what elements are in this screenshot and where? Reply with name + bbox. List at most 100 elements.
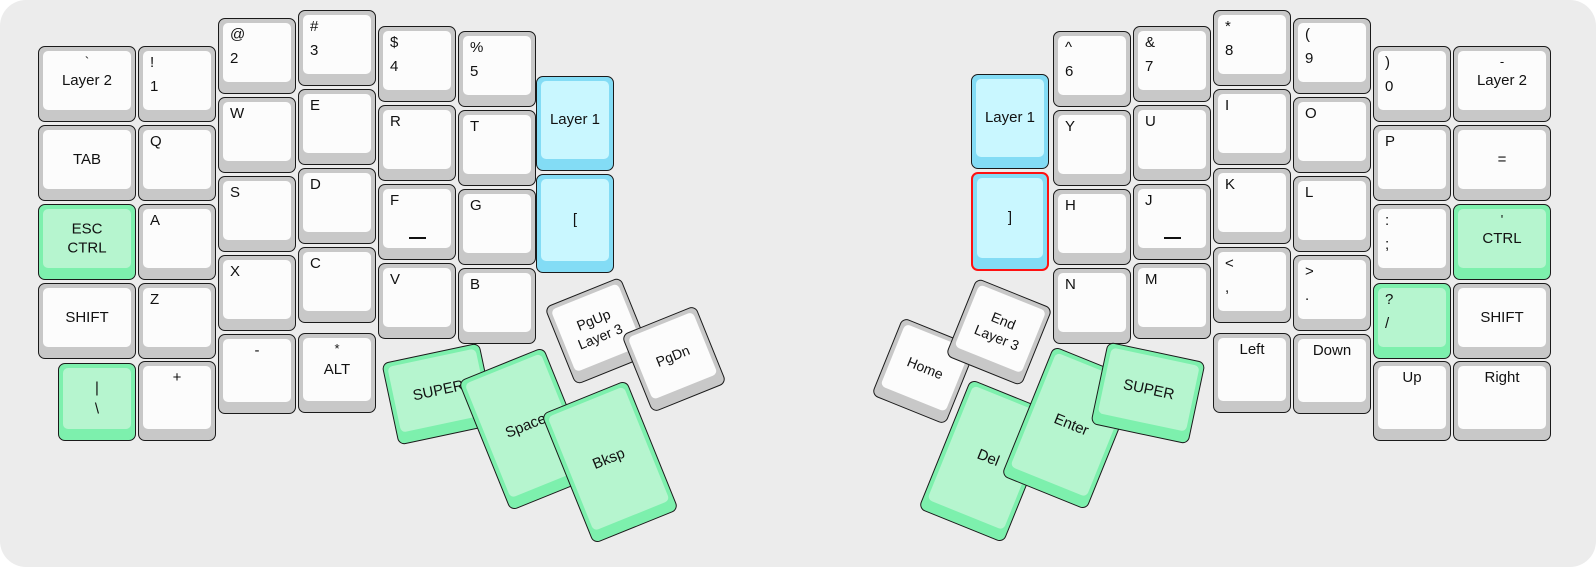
legend-base: SHIFT (1480, 308, 1524, 326)
legend-base: 5 (470, 63, 479, 80)
key-8[interactable]: * 8 (1213, 10, 1291, 86)
key-2[interactable]: @ 2 (218, 18, 296, 94)
legend-base: M (1145, 271, 1158, 288)
key-4[interactable]: $ 4 (378, 26, 456, 102)
key-minus-layer2[interactable]: - Layer 2 (1453, 46, 1551, 122)
key-minus[interactable]: - (218, 334, 296, 414)
key-i[interactable]: I (1213, 89, 1291, 165)
key-layer1-left[interactable]: Layer 1 (536, 76, 614, 171)
key-slash[interactable]: ? / (1373, 283, 1451, 359)
keycap: S (223, 181, 291, 240)
key-pipe-backslash[interactable]: |\ (58, 363, 136, 441)
key-left-bracket[interactable]: [ (536, 174, 614, 273)
keycap: < , (1218, 252, 1286, 311)
key-right-bracket[interactable]: ] (971, 172, 1049, 271)
key-shift-left[interactable]: SHIFT (38, 283, 136, 359)
key-v[interactable]: V (378, 263, 456, 339)
legend-base: 1 (150, 78, 159, 95)
keycap: Layer 1 (541, 81, 609, 159)
legend-base: Z (150, 291, 160, 308)
legend-base: 0 (1385, 78, 1394, 95)
key-a[interactable]: A (138, 204, 216, 280)
key-j[interactable]: J (1133, 184, 1211, 260)
legend-base: CTRL (1482, 229, 1522, 247)
keycap: SUPER (1097, 347, 1200, 432)
key-plus[interactable]: + (138, 361, 216, 441)
key-e[interactable]: E (298, 89, 376, 165)
key-quote-ctrl[interactable]: ' CTRL (1453, 204, 1551, 280)
keycap: Right (1458, 366, 1546, 429)
key-d[interactable]: D (298, 168, 376, 244)
key-n[interactable]: N (1053, 268, 1131, 344)
legend-base: Q (150, 133, 162, 150)
key-shift-right[interactable]: SHIFT (1453, 283, 1551, 359)
keycap: Y (1058, 115, 1126, 174)
key-3[interactable]: # 3 (298, 10, 376, 86)
key-equal[interactable]: = (1453, 125, 1551, 201)
key-y[interactable]: Y (1053, 110, 1131, 186)
key-arrow-up[interactable]: Up (1373, 361, 1451, 441)
legend-shifted: $ (390, 34, 399, 51)
key-u[interactable]: U (1133, 105, 1211, 181)
key-grave-layer2[interactable]: ` Layer 2 (38, 46, 136, 122)
key-t[interactable]: T (458, 110, 536, 186)
key-s[interactable]: S (218, 176, 296, 252)
key-b[interactable]: B (458, 268, 536, 344)
keycap: M (1138, 268, 1206, 327)
legend-base: Left (1239, 341, 1265, 358)
keycap: G (463, 194, 531, 253)
keycap: T (463, 115, 531, 174)
legend-base: I (1225, 97, 1230, 114)
key-arrow-right[interactable]: Right (1453, 361, 1551, 441)
legend-base: D (310, 176, 321, 193)
key-0[interactable]: ) 0 (1373, 46, 1451, 122)
legend-base: Down (1312, 342, 1352, 359)
key-semicolon[interactable]: : ; (1373, 204, 1451, 280)
keycap: |\ (63, 368, 131, 429)
key-period[interactable]: > . (1293, 255, 1371, 331)
key-7[interactable]: & 7 (1133, 26, 1211, 102)
key-g[interactable]: G (458, 189, 536, 265)
key-c[interactable]: C (298, 247, 376, 323)
legend-shifted: ? (1385, 291, 1394, 308)
legend-base: - (254, 342, 260, 359)
legend-base: / (1385, 315, 1390, 332)
keycap: X (223, 260, 291, 319)
legend-shifted: ` (84, 54, 90, 69)
key-m[interactable]: M (1133, 263, 1211, 339)
key-arrow-down[interactable]: Down (1293, 334, 1371, 414)
key-p[interactable]: P (1373, 125, 1451, 201)
legend-base: G (470, 197, 482, 214)
legend-base: E (310, 97, 321, 114)
key-h[interactable]: H (1053, 189, 1131, 265)
keycap: % 5 (463, 36, 531, 95)
key-arrow-left[interactable]: Left (1213, 333, 1291, 413)
key-tab[interactable]: TAB (38, 125, 136, 201)
key-5[interactable]: % 5 (458, 31, 536, 107)
key-x[interactable]: X (218, 255, 296, 331)
key-r[interactable]: R (378, 105, 456, 181)
key-l[interactable]: L (1293, 176, 1371, 252)
key-q[interactable]: Q (138, 125, 216, 201)
keycap: K (1218, 173, 1286, 232)
key-6[interactable]: ^ 6 (1053, 31, 1131, 107)
key-layer1-right[interactable]: Layer 1 (971, 74, 1049, 169)
key-o[interactable]: O (1293, 97, 1371, 173)
legend-shifted: # (310, 18, 319, 35)
legend-base: . (1305, 287, 1310, 304)
key-w[interactable]: W (218, 97, 296, 173)
legend-base: 4 (390, 58, 399, 75)
key-alt[interactable]: * ALT (298, 333, 376, 413)
keycap: F (383, 189, 451, 248)
key-9[interactable]: ( 9 (1293, 18, 1371, 94)
key-1[interactable]: ! 1 (138, 46, 216, 122)
key-comma[interactable]: < , (1213, 247, 1291, 323)
key-f[interactable]: F (378, 184, 456, 260)
legend-base: 8 (1225, 42, 1234, 59)
legend-base: C (310, 255, 321, 272)
key-k[interactable]: K (1213, 168, 1291, 244)
keycap: * 8 (1218, 15, 1286, 74)
key-z[interactable]: Z (138, 283, 216, 359)
